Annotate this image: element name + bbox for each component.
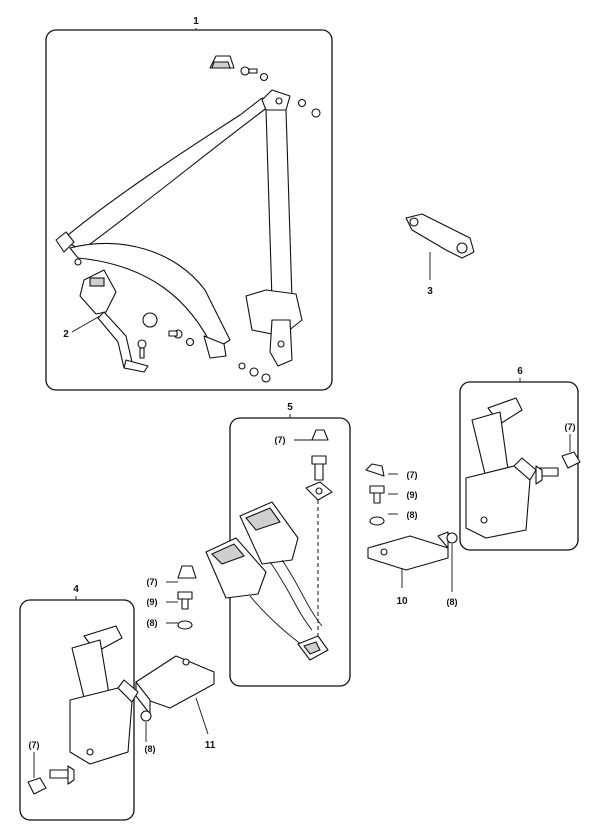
callout-11: 11 (205, 740, 216, 751)
group-1-front-belt-assembly: 1 (45, 16, 333, 391)
label-7-in-group-6: (7) (565, 422, 576, 432)
label-7-upper: (7) (407, 470, 418, 480)
group-6-right-retractor: 6 (7) (459, 366, 581, 551)
part-3-link-bracket: 3 (405, 213, 475, 297)
label-8-lower: (8) (147, 618, 158, 628)
callout-6: 6 (517, 366, 523, 377)
callout-10: 10 (396, 596, 408, 607)
label-8-upper: (8) (407, 510, 418, 520)
label-8-right: (8) (447, 597, 458, 607)
callout-4: 4 (73, 584, 79, 595)
label-7-in-group-4: (7) (29, 740, 40, 750)
label-7-in-group-5: (7) (275, 435, 286, 445)
label-9-lower: (9) (147, 597, 158, 607)
part-11-bracket: (7) (9) (8) 11 (8) (135, 565, 216, 754)
callout-5: 5 (287, 402, 293, 413)
label-8-lower-left: (8) (145, 744, 156, 754)
buckle-2 (79, 269, 117, 315)
callout-1: 1 (193, 16, 199, 27)
callout-3: 3 (427, 286, 433, 297)
group-5-buckle-assembly: 5 (7) (205, 402, 351, 687)
retractor-4 (69, 687, 133, 765)
callout-2: 2 (63, 329, 69, 340)
group-4-left-retractor: 4 (7) (19, 584, 139, 821)
retractor-6 (465, 465, 531, 539)
label-9-upper: (9) (407, 490, 418, 500)
label-7-lower: (7) (147, 577, 158, 587)
webbing-strap (61, 97, 273, 251)
part-10-bracket: (7) (9) (8) 10 (8) (365, 463, 458, 607)
